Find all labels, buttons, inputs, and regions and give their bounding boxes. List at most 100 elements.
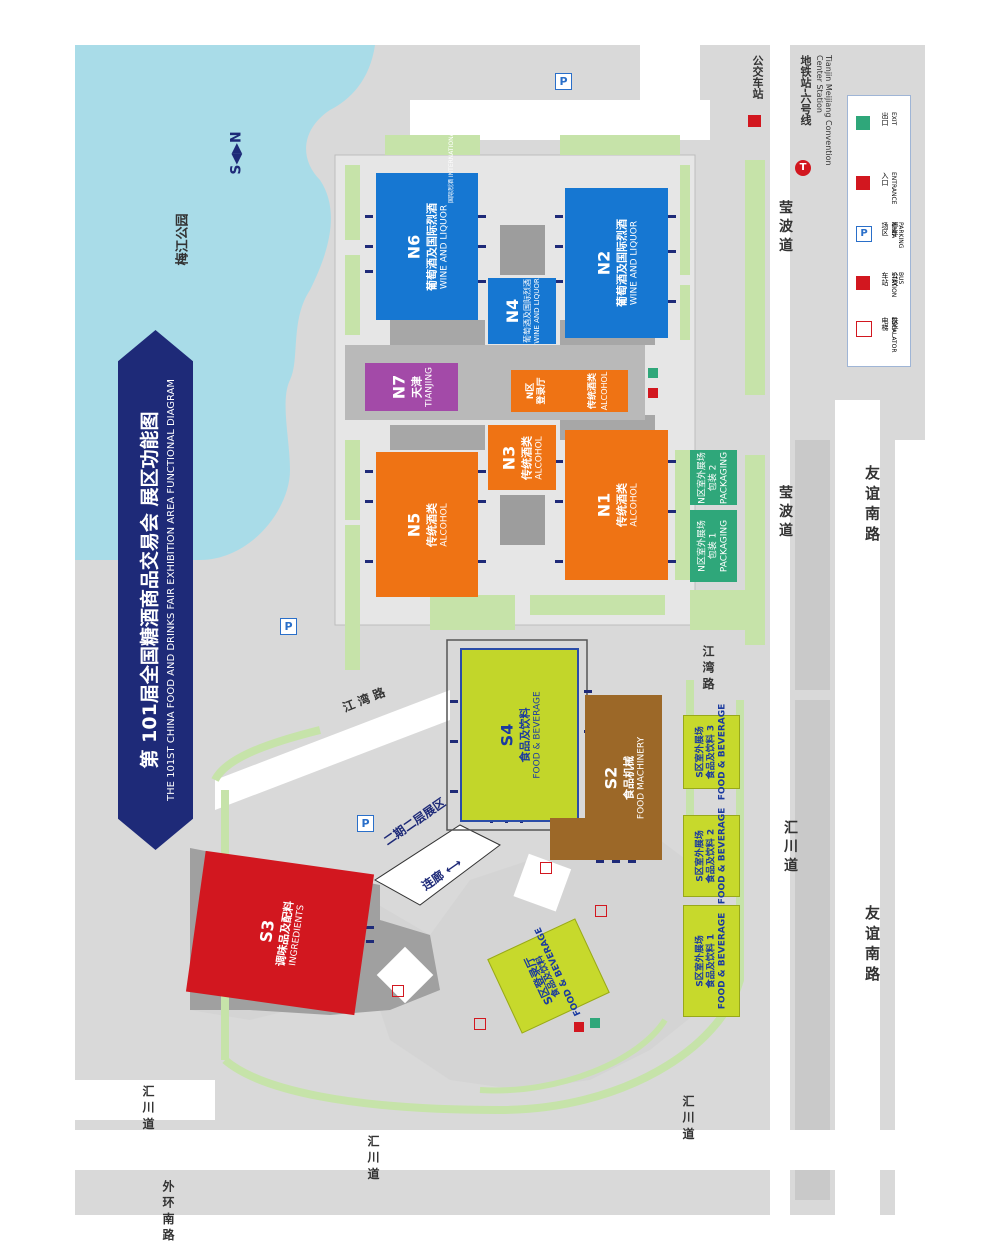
outdoor-cn: S区室外展场 xyxy=(695,935,705,987)
green-strip xyxy=(345,255,360,335)
metro-cn: 地铁站-六号线 xyxy=(799,55,812,126)
park-label: 梅江公园 xyxy=(175,213,191,266)
outdoor-line2: 食品及饮料 1 xyxy=(706,933,716,989)
hall-s4[interactable]: S4 食品及饮料 FOOD & BEVERAGE xyxy=(460,648,579,822)
hall-n6[interactable]: N6 葡萄酒及国际烈酒 WINE AND LIQUOR 国际烈酒 INTERNA… xyxy=(376,104,478,320)
rotunda xyxy=(513,853,572,912)
outdoor-s-food-2[interactable]: S区室外展场 食品及饮料 2 FOOD & BEVERAGE xyxy=(683,808,740,904)
exit-icon[interactable] xyxy=(590,1018,600,1028)
road-strip xyxy=(895,440,925,1215)
hall-code: N2 xyxy=(594,250,613,276)
exit-icon xyxy=(856,116,870,130)
hall-n5[interactable]: N5 传统酒类 ALCOHOL xyxy=(376,452,478,597)
outdoor-s-food-3[interactable]: S区室外展场 食品及饮料 3 FOOD & BEVERAGE xyxy=(683,704,740,800)
bus-icon xyxy=(856,276,870,290)
hall-cn: 葡萄酒及国际烈酒 xyxy=(523,279,532,344)
legend-bus: 公交车站 BUS STATION xyxy=(856,272,904,297)
door-markers xyxy=(248,215,676,943)
outdoor-n-packaging-2[interactable]: N区室外展场 包装 2 PACKAGING xyxy=(690,450,737,505)
hall-cn: 传统酒类 xyxy=(425,502,439,547)
hall-en: ALCOHOL xyxy=(534,435,545,480)
outdoor-en: PACKAGING xyxy=(719,451,729,504)
parking-badge[interactable]: P xyxy=(280,618,297,635)
entrance-icon xyxy=(856,176,870,190)
road-youyi-north: 友 谊 南 路 xyxy=(863,465,881,541)
outdoor-line2: 食品及饮料 3 xyxy=(706,724,716,780)
hall-en: FOOD MACHINERY xyxy=(636,736,646,819)
road-waihuan: 外 环 南 路 xyxy=(161,1180,175,1241)
hall-code: S2 xyxy=(601,766,620,789)
hall-subzone: 国际烈酒 INTERNATIONAL SPIRITS xyxy=(448,104,455,203)
green-strip xyxy=(680,285,690,340)
road-huichuan-west: 汇 川 道 xyxy=(141,1085,155,1130)
outdoor-en: FOOD & BEVERAGE xyxy=(717,912,727,1010)
hall-en: ALCOHOL xyxy=(600,371,609,411)
road-huichuan-south: 汇 川 道 xyxy=(366,1135,380,1180)
parking-badge[interactable]: P xyxy=(357,815,374,832)
entrance-icon[interactable] xyxy=(648,388,658,398)
green-path xyxy=(479,1018,668,1094)
escalator-icon[interactable] xyxy=(540,862,552,874)
hall-code: N1 xyxy=(594,492,613,518)
road-huichuan-mid: 汇 川 道 xyxy=(681,1095,695,1140)
legend-en: BUS STATION xyxy=(890,272,904,298)
legend-cn: 扶手电梯 xyxy=(881,317,899,331)
hall-n-registration[interactable]: N区 登录厅 传统酒类 ALCOHOL xyxy=(511,370,628,412)
hall-n1[interactable]: N1 传统酒类 ALCOHOL xyxy=(565,430,668,580)
green-strip xyxy=(560,135,680,155)
escalator-icon[interactable] xyxy=(392,985,404,997)
hall-n4[interactable]: N4 葡萄酒及国际烈酒 WINE AND LIQUOR xyxy=(488,278,556,344)
green-strip xyxy=(430,595,515,630)
road-median xyxy=(795,700,830,1200)
legend-entrance: 入口 ENTRANCE xyxy=(856,172,897,204)
hall-n2[interactable]: N2 葡萄酒及国际烈酒 WINE AND LIQUOR xyxy=(565,188,668,338)
legend: 出口 EXIT 入口 ENTRANCE P 停车场区 PARKING AREA … xyxy=(847,95,911,367)
green-path xyxy=(211,726,321,783)
corridor-link xyxy=(374,824,501,906)
exit-icon[interactable] xyxy=(648,368,658,378)
escalator-icon[interactable] xyxy=(595,905,607,917)
road-strip xyxy=(835,400,880,1215)
hall-s3[interactable]: S3 调味品及配料 INGREDIENTS xyxy=(185,850,375,1016)
road-youyi-south: 友 谊 南 路 xyxy=(863,905,881,981)
legend-escalator: 扶手电梯 ESCALATOR xyxy=(856,317,899,353)
road-yingbo-north: 莹 波 道 xyxy=(777,200,793,252)
hall-en: ALCOHOL xyxy=(629,483,639,527)
parking-badge[interactable]: P xyxy=(555,73,572,90)
hall-cn: 葡萄酒及国际烈酒 xyxy=(615,219,628,307)
hall-en: FOOD & BEVERAGE xyxy=(532,691,542,779)
hall-en: WINE AND LIQUOR xyxy=(439,204,450,289)
hall-code: N5 xyxy=(404,512,424,537)
green-strip xyxy=(345,165,360,240)
green-strip xyxy=(675,450,690,580)
connector xyxy=(390,425,485,450)
outdoor-cn: S区室外展场 xyxy=(695,830,705,882)
compass: S◀▶N xyxy=(228,131,245,175)
hall-code: N4 xyxy=(503,298,522,324)
title-cn: 第 101届全国糖酒商品交易会 展区功能图 xyxy=(138,411,161,769)
legend-en: PARKING AREA xyxy=(890,222,904,249)
title-banner: 第 101届全国糖酒商品交易会 展区功能图 THE 101ST CHINA FO… xyxy=(118,330,193,850)
green-strip xyxy=(345,525,360,670)
hall-cn: 葡萄酒及国际烈酒 xyxy=(425,202,439,291)
metro-station[interactable]: 地铁站-六号线 Tianjin Meijiang Convention Cent… xyxy=(793,55,848,180)
hall-s2[interactable]: S2 食品机械 FOOD MACHINERY xyxy=(585,695,662,860)
hall-code: N3 xyxy=(499,445,519,470)
outdoor-n-packaging-1[interactable]: N区室外展场 包装 1 PACKAGING xyxy=(690,510,737,582)
hall-cn: 传统酒类 xyxy=(588,373,598,410)
escalator-icon[interactable] xyxy=(474,1018,486,1030)
outdoor-s-food-1[interactable]: S区室外展场 食品及饮料 1 FOOD & BEVERAGE xyxy=(683,905,740,1017)
legend-cn: 公交车站 xyxy=(881,272,899,286)
green-strip xyxy=(680,165,690,275)
hall-code: N7 xyxy=(389,374,408,400)
road-strip xyxy=(75,1080,215,1120)
road-huichuan-east: 汇 川 道 xyxy=(782,820,798,872)
hall-n3[interactable]: N3 传统酒类 ALCOHOL xyxy=(488,425,556,490)
hall-cn: 食品及饮料 xyxy=(518,707,531,763)
bus-station[interactable]: 公交车站 xyxy=(745,55,765,130)
entrance-icon[interactable] xyxy=(574,1022,584,1032)
outdoor-line2: 包装 2 xyxy=(708,464,718,491)
road-strip xyxy=(770,45,790,1215)
hall-n7[interactable]: N7 天津 TIANJING xyxy=(365,363,458,411)
hall-cn: 登录厅 xyxy=(537,377,547,405)
